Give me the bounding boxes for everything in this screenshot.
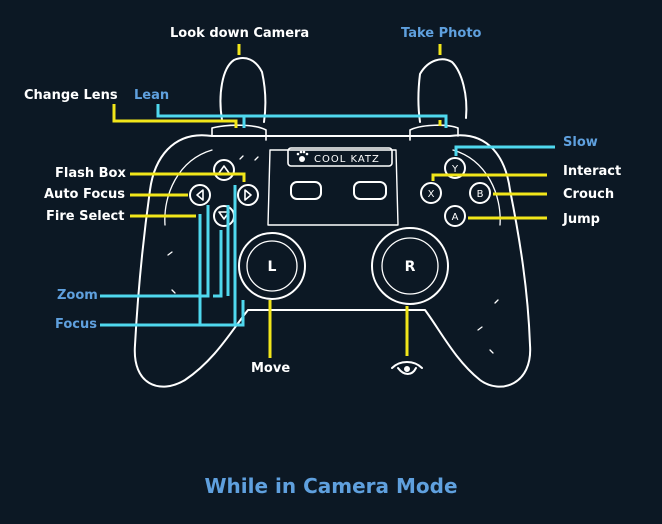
dpad-left-arrow-icon [196, 189, 204, 201]
right-bumper [409, 124, 459, 141]
start-button [353, 181, 387, 200]
face-label-b: B [477, 189, 484, 200]
dpad-left [189, 184, 211, 206]
label-fire-select: Fire Select [46, 209, 125, 224]
face-button-x [420, 182, 442, 204]
label-take-photo: Take Photo [401, 26, 482, 41]
right-trigger [417, 58, 468, 123]
label-flash-box: Flash Box [55, 166, 126, 181]
dpad-down [213, 205, 235, 227]
line-slow [454, 145, 555, 156]
line-flash-box [130, 172, 246, 182]
label-change-lens: Change Lens [24, 88, 118, 103]
left-bumper [211, 124, 267, 141]
line-zoom [100, 205, 223, 298]
eye-icon [391, 361, 423, 375]
label-auto-focus: Auto Focus [44, 187, 125, 202]
left-stick-outer [238, 232, 306, 300]
dpad-right-arrow-icon [244, 189, 252, 201]
diagram-title: While in Camera Mode [204, 474, 458, 498]
label-lean: Lean [134, 88, 170, 103]
face-label-y: Y [451, 164, 459, 175]
left-stick-inner [246, 240, 298, 292]
face-button-b [469, 182, 491, 204]
face-label-x: X [428, 189, 435, 200]
label-interact: Interact [563, 164, 622, 179]
face-label-a: A [452, 212, 459, 223]
brand-name: COOL KATZ [314, 154, 380, 165]
label-look-down-camera: Look down Camera [170, 26, 310, 41]
right-stick-label: R [405, 259, 416, 275]
label-zoom: Zoom [57, 288, 98, 303]
right-stick-inner [381, 237, 439, 295]
select-button [290, 181, 322, 200]
center-panel [267, 149, 399, 226]
left-trigger [219, 57, 267, 123]
line-interact [431, 173, 547, 181]
line-lean [156, 104, 448, 128]
brand-badge [287, 147, 393, 167]
dpad-up [213, 159, 235, 181]
line-change-lens [112, 104, 238, 128]
face-button-y [444, 157, 466, 179]
dpad-up-arrow-icon [218, 165, 230, 174]
left-stick-label: L [268, 259, 277, 275]
controller-body [133, 134, 532, 388]
line-focus [100, 214, 245, 327]
paw-icon [296, 150, 309, 162]
label-crouch: Crouch [563, 187, 615, 202]
label-focus: Focus [55, 317, 97, 332]
label-slow: Slow [563, 135, 598, 150]
right-stick-outer [371, 227, 449, 305]
face-button-a [444, 205, 466, 227]
label-jump: Jump [563, 212, 600, 227]
label-move: Move [251, 361, 291, 376]
dpad-right [237, 184, 259, 206]
